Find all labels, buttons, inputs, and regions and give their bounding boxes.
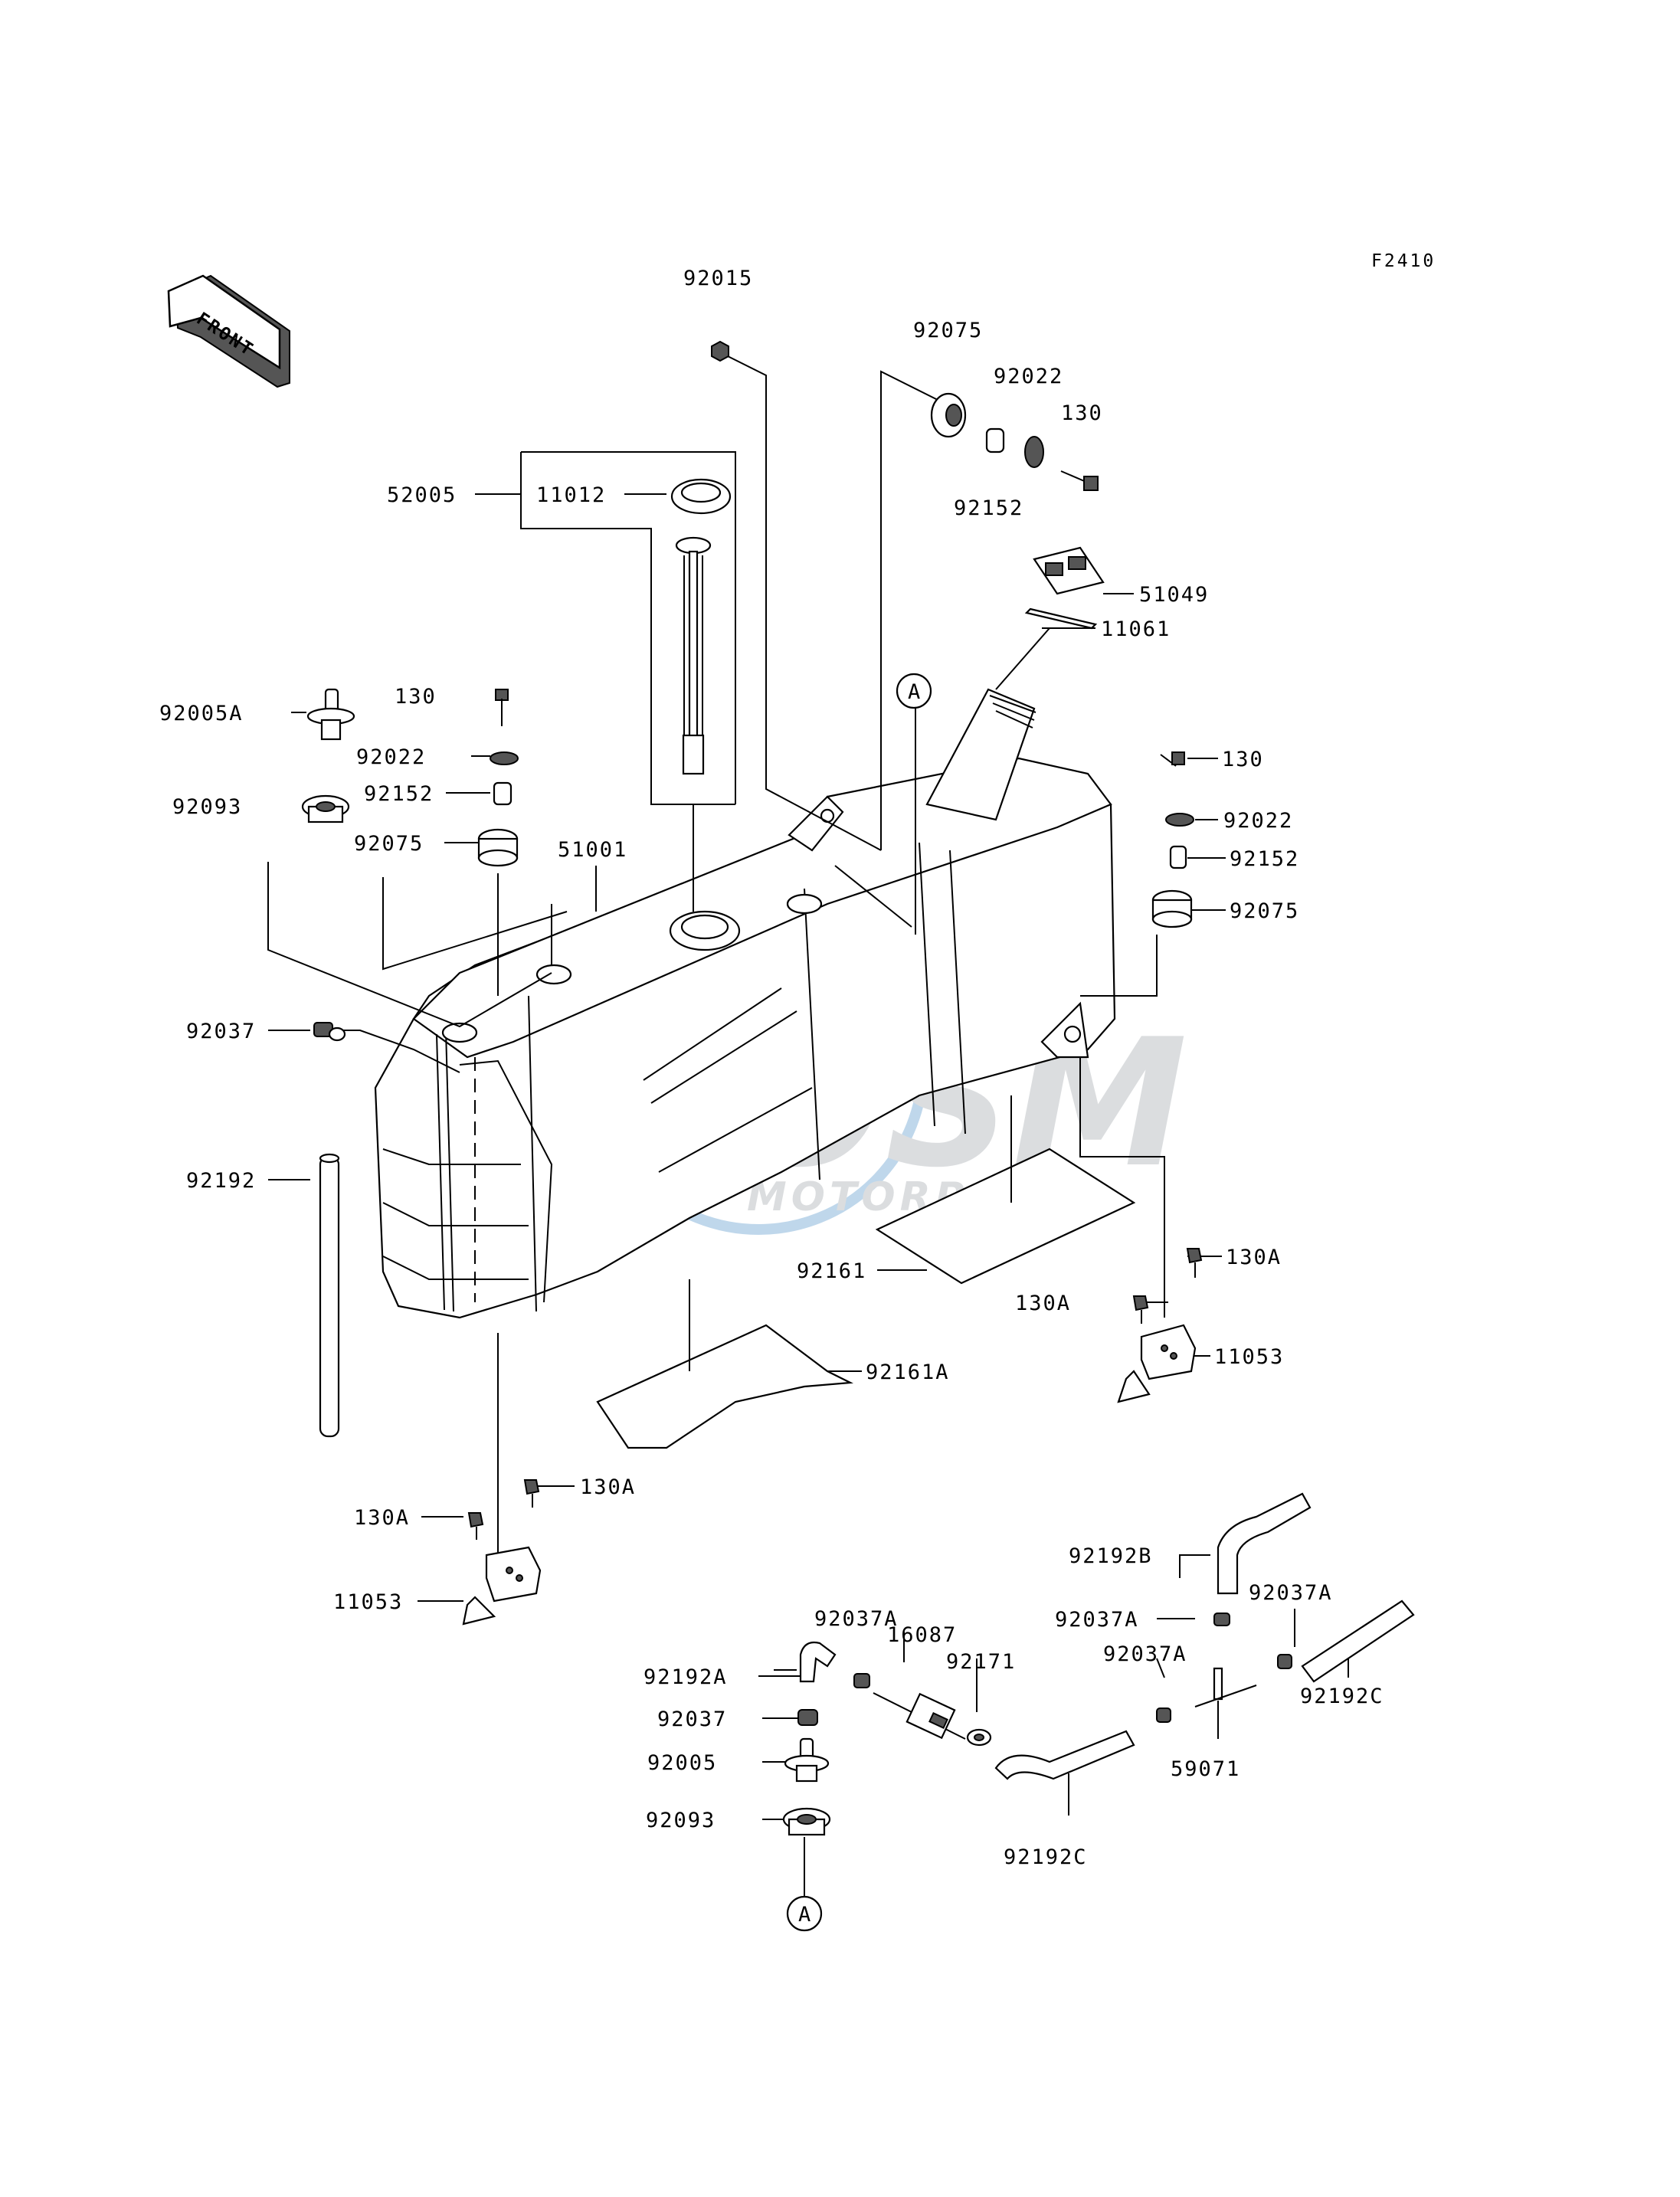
clamp-92037A-4-icon	[1156, 1708, 1171, 1723]
label-92192A: 92192A	[644, 1665, 728, 1689]
label-92037A-4: 92037A	[1103, 1642, 1187, 1666]
leader-lines	[267, 352, 1349, 1896]
nut-92015-icon	[711, 340, 729, 362]
label-130A-r1: 130A	[1226, 1246, 1282, 1269]
label-92037-left: 92037	[186, 1020, 256, 1043]
bolt-130A-r1-icon	[1186, 1248, 1203, 1278]
clamp-92037A-3-icon	[1277, 1654, 1292, 1669]
label-92075-top: 92075	[913, 319, 983, 342]
fuel-tank-51001	[374, 688, 1116, 1319]
pad-92161	[875, 1148, 1136, 1285]
washer-92022-left-icon	[490, 751, 519, 765]
label-130-top: 130	[1061, 401, 1103, 425]
hose-92192B-icon	[1217, 1492, 1312, 1595]
pad-92161A	[596, 1324, 854, 1449]
gasket-11012-icon	[670, 478, 732, 515]
bolt-130-right-icon	[1160, 751, 1185, 767]
bolt-130A-l2-icon	[467, 1512, 484, 1540]
label-92022-right: 92022	[1223, 809, 1293, 833]
label-92015: 92015	[683, 267, 753, 290]
hose-92192A-icon	[799, 1641, 837, 1683]
label-130A-r2: 130A	[1015, 1292, 1071, 1315]
grommet-92093-left-icon	[301, 794, 350, 823]
label-11012: 11012	[536, 483, 606, 507]
front-arrow-icon: FRONT	[167, 274, 290, 388]
label-130-right: 130	[1222, 748, 1264, 771]
reference-a-top: A	[896, 673, 932, 709]
collar-92152-left-icon	[493, 781, 513, 806]
washer-92022-top-icon	[1024, 436, 1044, 468]
reference-a-top-label: A	[908, 680, 922, 704]
label-92152-right: 92152	[1230, 847, 1299, 871]
valve-92005A-icon	[306, 688, 355, 741]
bolt-130A-r2-icon	[1132, 1295, 1149, 1324]
label-92192B: 92192B	[1069, 1544, 1153, 1568]
label-11053-left: 11053	[333, 1590, 403, 1614]
label-92022-top: 92022	[994, 365, 1063, 388]
clamp-92037-bottom-icon	[797, 1709, 818, 1726]
bolt-130A-l1-icon	[523, 1479, 540, 1508]
part-labels: 92015 92075 92022 130 92152 52005 11012 …	[159, 267, 1384, 1869]
collar-92152-top-icon	[985, 427, 1005, 453]
grommet-92075-left-icon	[477, 828, 519, 867]
label-11061: 11061	[1101, 617, 1171, 641]
cap-51049-icon	[1033, 546, 1105, 595]
label-92075-right: 92075	[1230, 899, 1299, 923]
label-92037-bottom: 92037	[657, 1708, 727, 1731]
label-52005: 52005	[387, 483, 457, 507]
label-92093-left: 92093	[172, 795, 242, 819]
bracket-11053-right-icon	[1117, 1324, 1197, 1403]
collar-92152-right-icon	[1169, 845, 1187, 869]
grommet-92093-bottom-icon	[782, 1807, 831, 1836]
label-92005: 92005	[647, 1751, 717, 1775]
label-51049: 51049	[1139, 583, 1209, 607]
hose-92192C-bottom-icon	[994, 1730, 1135, 1780]
bracket-11053-left-icon	[462, 1546, 542, 1626]
label-92005A: 92005A	[159, 702, 244, 725]
label-92075-left: 92075	[354, 832, 424, 856]
label-92161A: 92161A	[866, 1360, 950, 1384]
label-11053-right: 11053	[1214, 1345, 1284, 1369]
gasket-11061-icon	[1024, 607, 1098, 630]
label-16087: 16087	[887, 1623, 957, 1647]
tee-joint-59071-icon	[1194, 1667, 1257, 1708]
label-92037A-1: 92037A	[814, 1607, 899, 1631]
reference-a-bottom-label: A	[798, 1903, 812, 1927]
reference-a-bottom: A	[786, 1895, 823, 1932]
label-92093-bottom: 92093	[646, 1809, 716, 1832]
label-92192C-bottom: 92192C	[1004, 1845, 1088, 1869]
hose-92192C-right-icon	[1301, 1599, 1415, 1683]
label-130-left: 130	[395, 685, 437, 709]
label-92161: 92161	[797, 1259, 866, 1283]
clamp-92037A-1-icon	[853, 1673, 870, 1688]
label-130A-l2: 130A	[354, 1506, 410, 1530]
label-92152-left: 92152	[364, 782, 434, 806]
label-92192-left: 92192	[186, 1169, 256, 1193]
label-92152-top: 92152	[954, 496, 1023, 520]
clamp-92037A-2-icon	[1213, 1613, 1230, 1626]
valve-92005-icon	[784, 1737, 830, 1783]
label-130A-l1: 130A	[580, 1475, 636, 1499]
fuel-filter-16087-icon	[873, 1692, 966, 1740]
clamp-92037-left-icon	[313, 1022, 346, 1042]
washer-92022-right-icon	[1165, 813, 1194, 827]
label-51001: 51001	[558, 838, 627, 862]
label-92037A-2: 92037A	[1055, 1608, 1139, 1632]
clip-92171-icon	[966, 1728, 992, 1747]
label-92022-left: 92022	[356, 745, 426, 769]
label-92192C-right: 92192C	[1300, 1685, 1384, 1708]
grommet-92075-top-icon	[930, 392, 967, 438]
figure-code: F2410	[1371, 251, 1436, 271]
hose-92192-left-icon	[319, 1153, 340, 1438]
bolt-130-left-icon	[495, 689, 509, 726]
grommet-92075-right-icon	[1151, 889, 1193, 928]
label-59071: 59071	[1171, 1757, 1240, 1781]
fuel-gauge-sender-icon	[675, 536, 712, 775]
label-92037A-3: 92037A	[1249, 1581, 1333, 1605]
label-92171: 92171	[946, 1650, 1016, 1674]
bolt-130-top-icon	[1060, 470, 1099, 491]
